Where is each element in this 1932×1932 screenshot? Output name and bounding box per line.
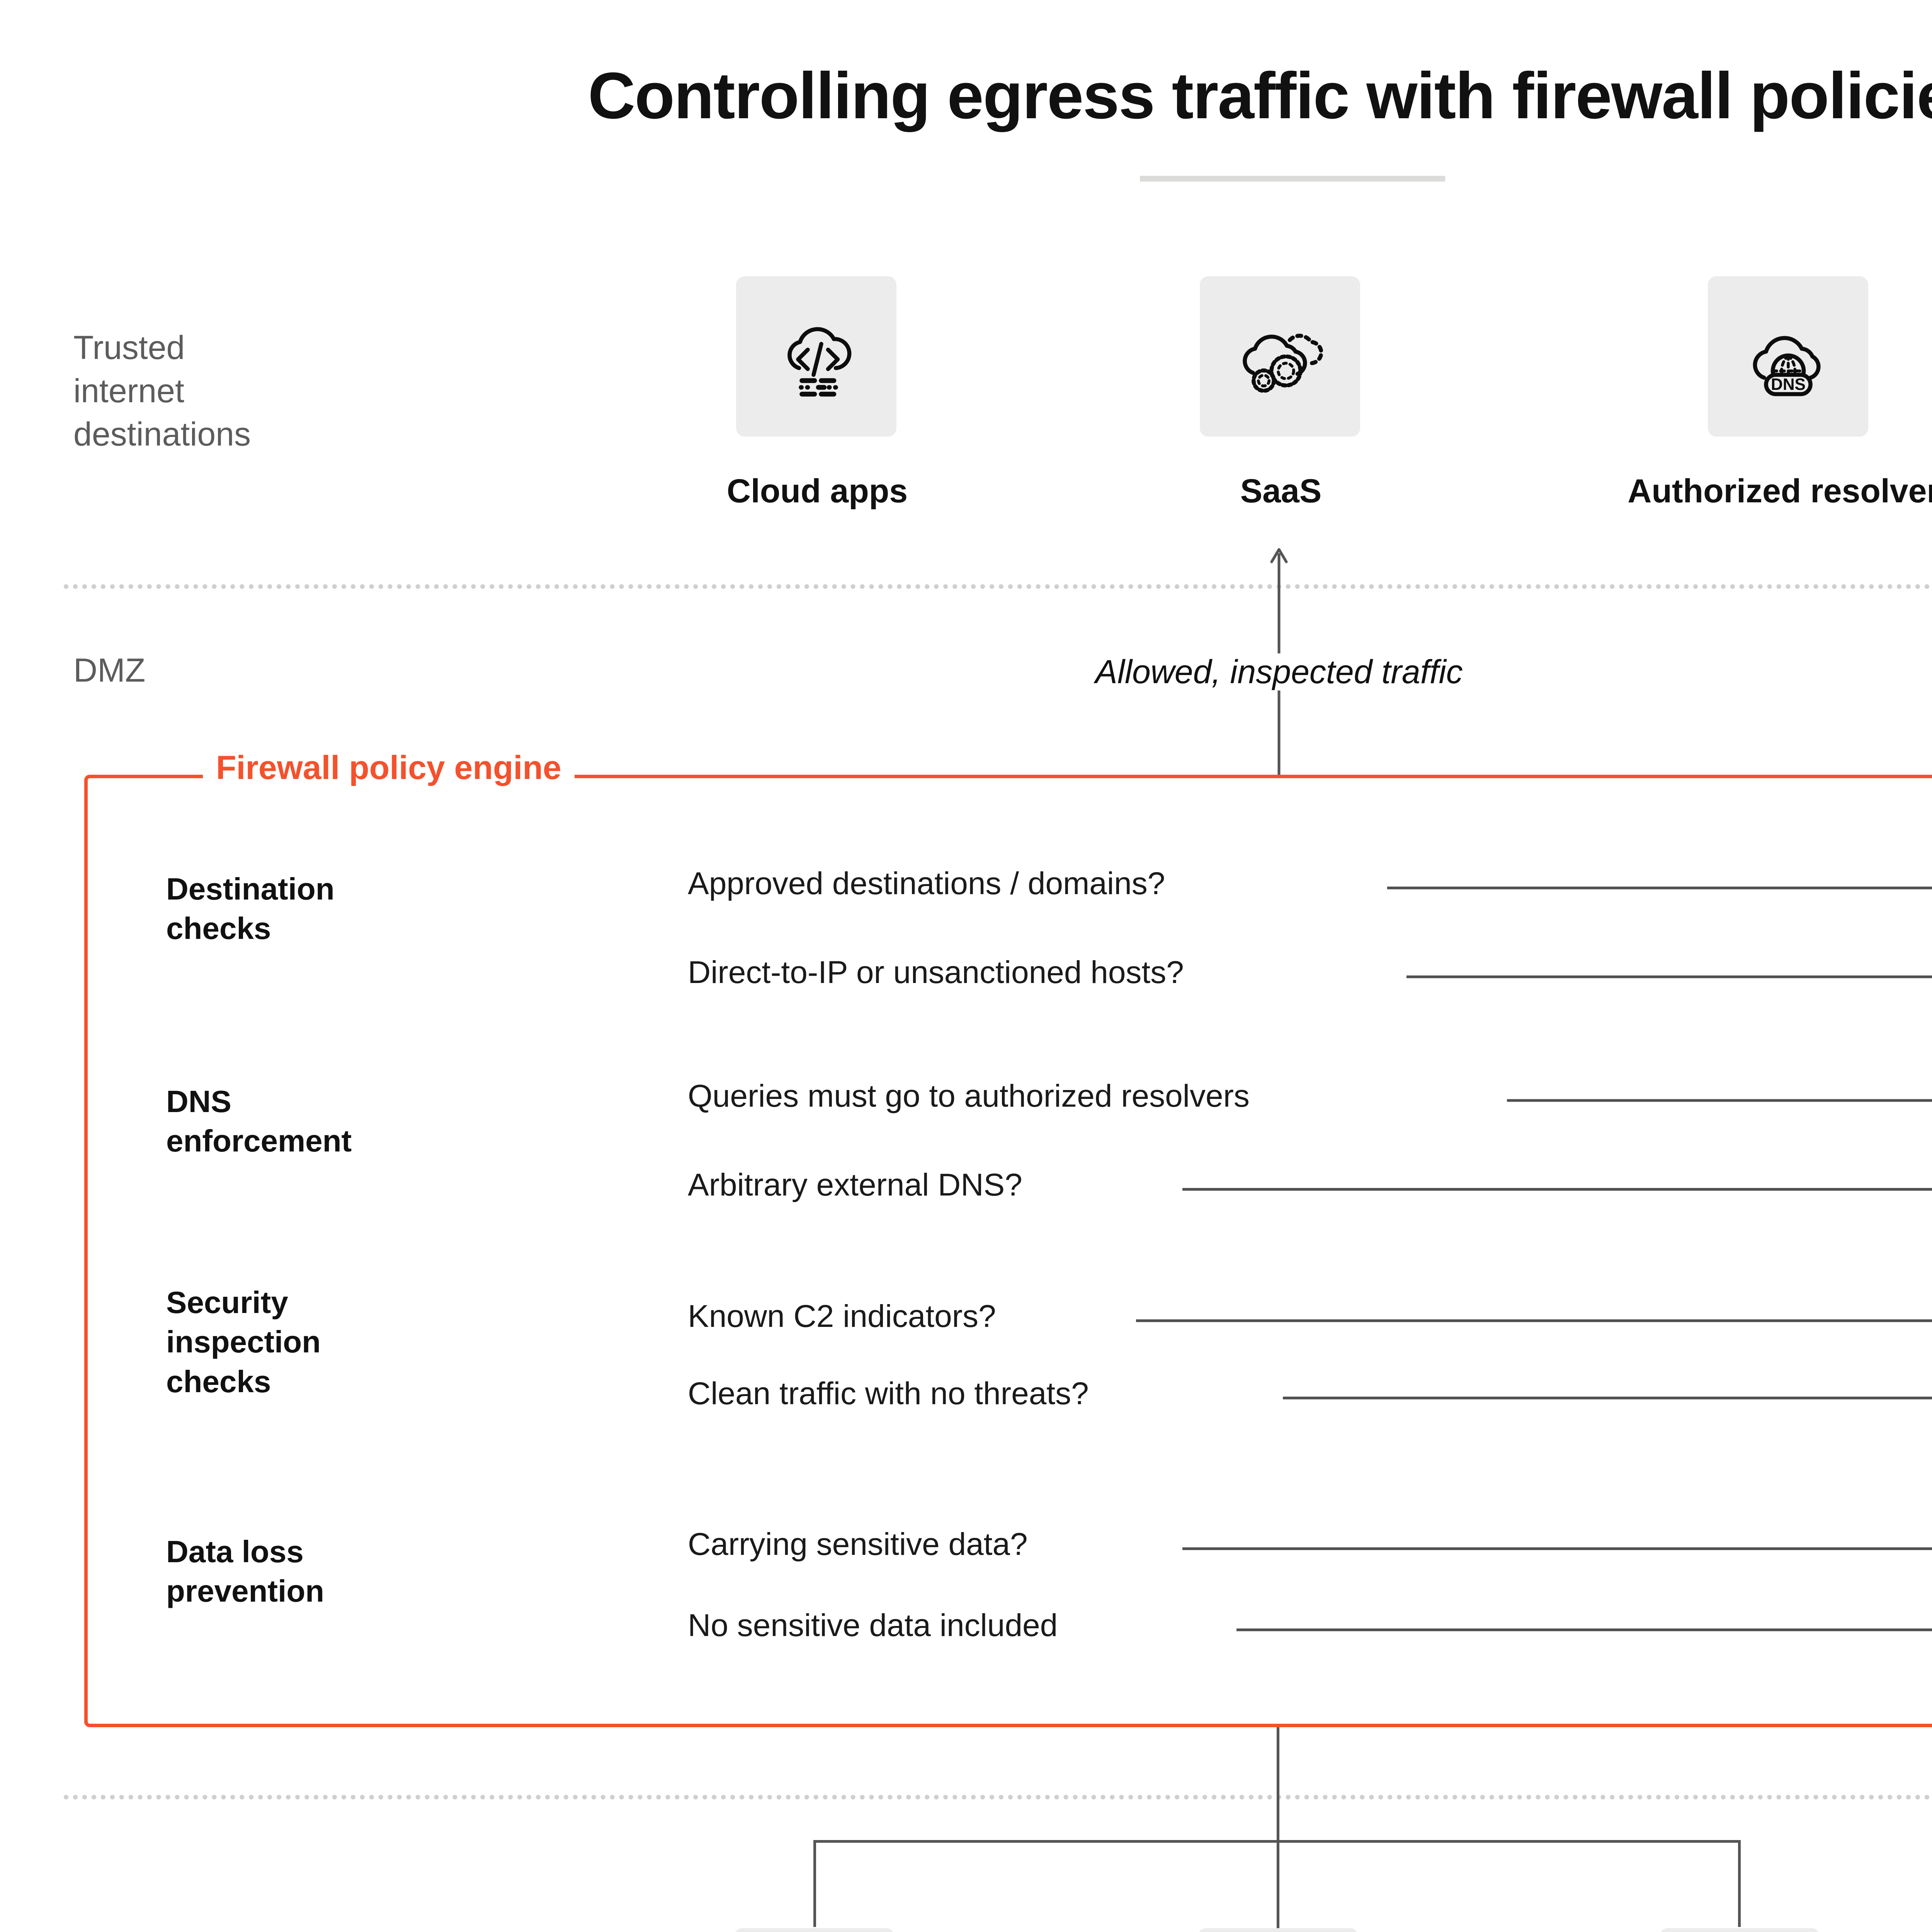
policy-rule-text: Carrying sensitive data? <box>688 1527 1028 1562</box>
destination-tile-cloud-apps[interactable] <box>736 276 896 437</box>
policy-rule-text: Approved destinations / domains? <box>688 866 1165 901</box>
connector-firewall-to-bus <box>1277 1727 1279 1932</box>
zone-divider-top <box>64 584 1932 589</box>
destination-tile-authorized-resolvers[interactable]: DNS <box>1708 276 1868 437</box>
policy-rule-arrow-icon <box>1387 880 1932 896</box>
firewall-policy-engine-box <box>84 775 1932 1727</box>
policy-rule-text: No sensitive data included <box>688 1608 1058 1643</box>
policy-rule-arrow-icon <box>1283 1390 1932 1406</box>
policy-group-label-data-loss-prevention: Data loss prevention <box>166 1534 324 1609</box>
policy-rule-arrow-icon <box>1182 1541 1932 1556</box>
policy-rule-text: Queries must go to authorized resolvers <box>688 1078 1250 1114</box>
policy-group-label-security-inspection-checks: Security inspection checks <box>166 1285 321 1399</box>
connector-drop-users <box>1277 1840 1279 1927</box>
policy-group-label-dns-enforcement: DNS enforcement <box>166 1084 352 1158</box>
allowed-traffic-caption: Allowed, inspected traffic <box>923 653 1634 691</box>
cloud-gears-icon <box>1232 307 1328 406</box>
policy-rule-text: Known C2 indicators? <box>688 1299 996 1334</box>
zone-label-trusted: Trusted internet destinations <box>73 329 251 453</box>
cloud-code-icon <box>768 307 865 406</box>
destination-tile-saas[interactable] <box>1200 276 1360 437</box>
policy-rule-arrow-icon <box>1136 1313 1932 1328</box>
policy-rule-arrow-icon <box>1507 1093 1932 1108</box>
policy-rule-arrow-icon <box>1406 969 1932 985</box>
policy-rule-text: Arbitrary external DNS? <box>688 1167 1022 1202</box>
connector-drop-servers <box>813 1840 816 1927</box>
policy-rule-arrow-icon <box>1236 1622 1932 1638</box>
policy-group-label-destination-checks: Destination checks <box>166 872 335 946</box>
destination-label-cloud-apps: Cloud apps <box>726 473 908 510</box>
destination-label-saas: SaaS <box>1240 473 1322 510</box>
destination-label-authorized-resolvers: Authorized resolvers <box>1628 473 1932 510</box>
title-underline <box>1140 176 1445 182</box>
svg-text:DNS: DNS <box>1771 376 1806 394</box>
page-title: Controlling egress traffic with firewall… <box>588 59 1932 133</box>
cloud-dns-icon: DNS <box>1740 307 1837 406</box>
policy-rule-text: Clean traffic with no threats? <box>688 1376 1089 1411</box>
internal-node-tile-users[interactable] <box>1198 1928 1358 1932</box>
internal-node-tile-devices[interactable] <box>1660 1928 1820 1932</box>
zone-divider-bottom <box>64 1795 1932 1799</box>
policy-rule-text: Direct-to-IP or unsanctioned hosts? <box>688 955 1184 990</box>
connector-drop-devices <box>1738 1840 1741 1927</box>
zone-label-dmz: DMZ <box>73 652 146 689</box>
firewall-policy-engine-legend: Firewall policy engine <box>203 749 575 787</box>
policy-rule-arrow-icon <box>1182 1182 1932 1197</box>
internal-node-tile-servers[interactable] <box>734 1928 895 1932</box>
